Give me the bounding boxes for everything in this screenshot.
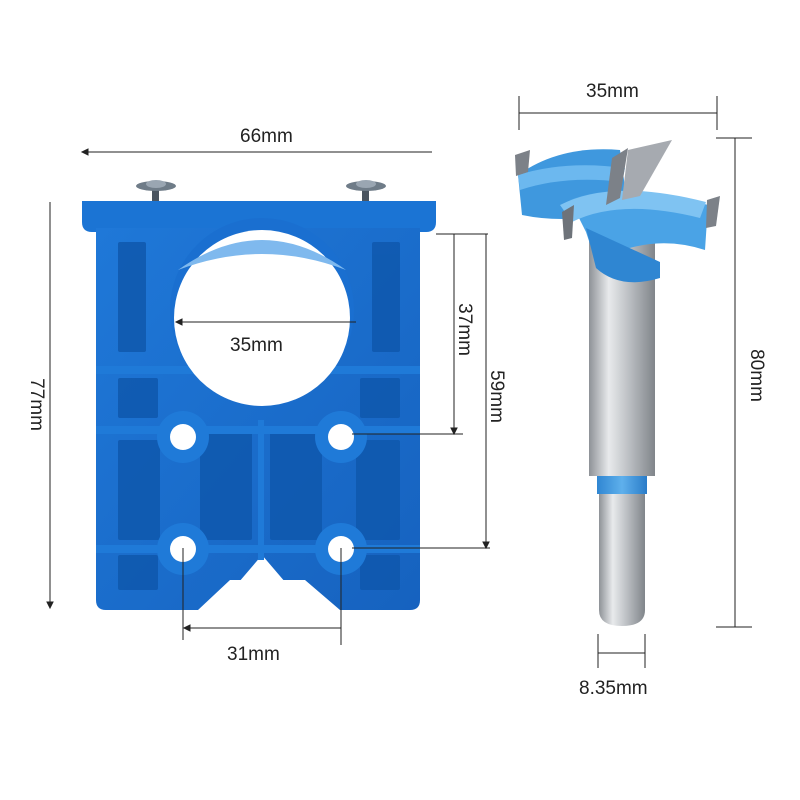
jig-height-label: 77mm bbox=[25, 378, 47, 431]
bit-length-label: 80mm bbox=[745, 349, 767, 402]
forstner-bit bbox=[515, 140, 720, 626]
jig-width-label: 66mm bbox=[240, 126, 293, 147]
jig-37mm-label: 37mm bbox=[453, 303, 475, 356]
top-screw-icon bbox=[136, 180, 386, 202]
bit-dimension-lines bbox=[518, 96, 752, 668]
jig-59mm-label: 59mm bbox=[485, 370, 507, 423]
bit-diameter-label: 35mm bbox=[586, 81, 639, 102]
bit-shank-diameter-label: 8.35mm bbox=[579, 678, 648, 699]
jig-hole-diameter-label: 35mm bbox=[230, 335, 283, 356]
hinge-jig bbox=[82, 180, 436, 610]
jig-dimension-lines bbox=[46, 148, 490, 645]
jig-screw-spacing-label: 31mm bbox=[227, 644, 280, 665]
